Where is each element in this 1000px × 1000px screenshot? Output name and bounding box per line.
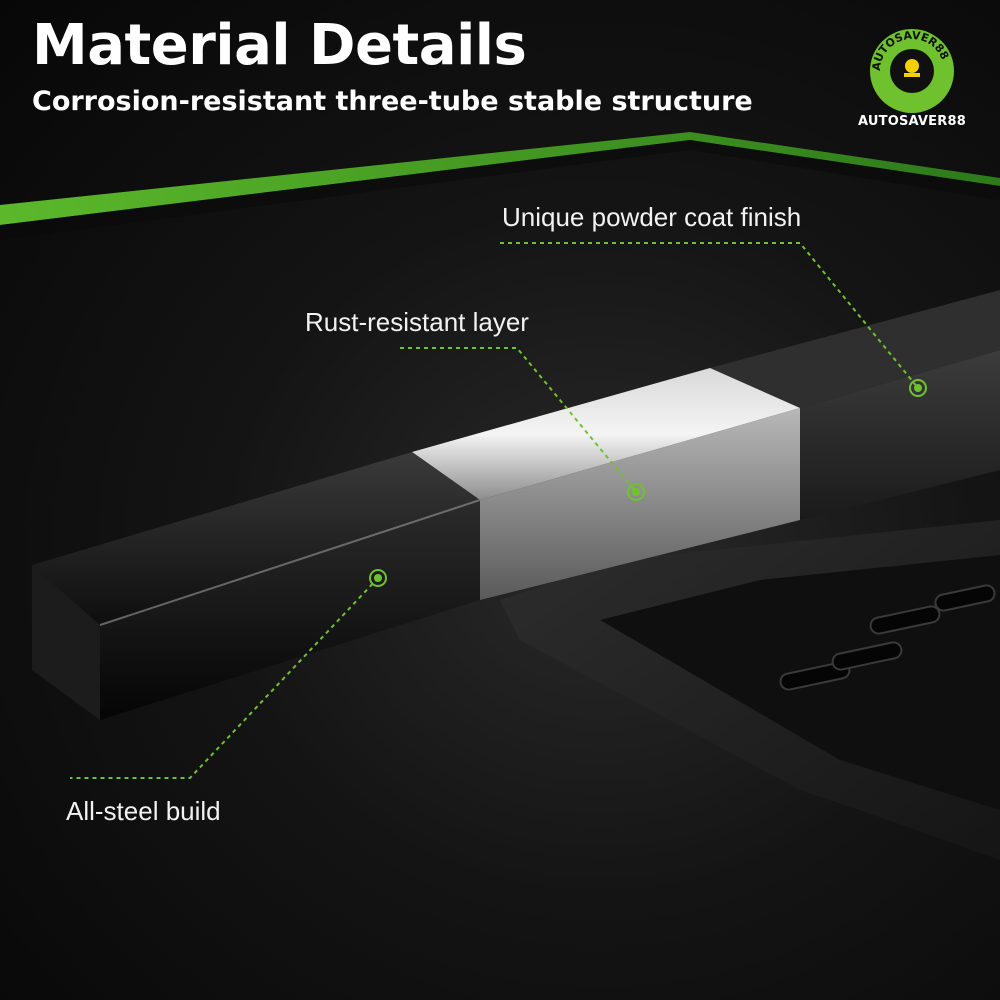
steel-tube-front	[100, 500, 480, 720]
step-plate-slots	[779, 584, 996, 691]
callout-rust-layer: Rust-resistant layer	[305, 307, 529, 337]
dot-powder-coat-core	[914, 384, 922, 392]
powder-coat-tube-top	[710, 290, 1000, 408]
dot-rust-layer	[627, 483, 645, 501]
powder-coat-tube	[800, 350, 1000, 520]
callout-leaders	[70, 242, 919, 779]
callout-steel-build: All-steel build	[66, 796, 221, 826]
leader-steel-build	[70, 577, 379, 779]
brand-logo: AUTOSAVER88 AUTOSAVER88	[852, 26, 972, 134]
leader-powder-coat	[500, 242, 919, 389]
steel-tube-edge-highlight	[99, 499, 481, 626]
dot-steel-build-core	[374, 574, 382, 582]
rust-layer-tube-top	[412, 368, 800, 500]
callout-dots	[369, 379, 927, 587]
dot-steel-build	[369, 569, 387, 587]
page-subtitle: Corrosion-resistant three-tube stable st…	[32, 86, 753, 117]
steel-tube-end	[32, 565, 100, 720]
callout-powder-coat: Unique powder coat finish	[502, 202, 802, 232]
dot-powder-coat	[909, 379, 927, 397]
brand-badge-icon: AUTOSAVER88	[870, 29, 954, 113]
steel-tube-top	[32, 452, 480, 625]
brand-name: AUTOSAVER88	[858, 114, 966, 129]
dot-rust-layer-core	[632, 488, 640, 496]
leader-rust-layer	[400, 347, 637, 493]
page-title: Material Details	[32, 13, 527, 78]
rust-layer-tube-front	[480, 408, 800, 600]
